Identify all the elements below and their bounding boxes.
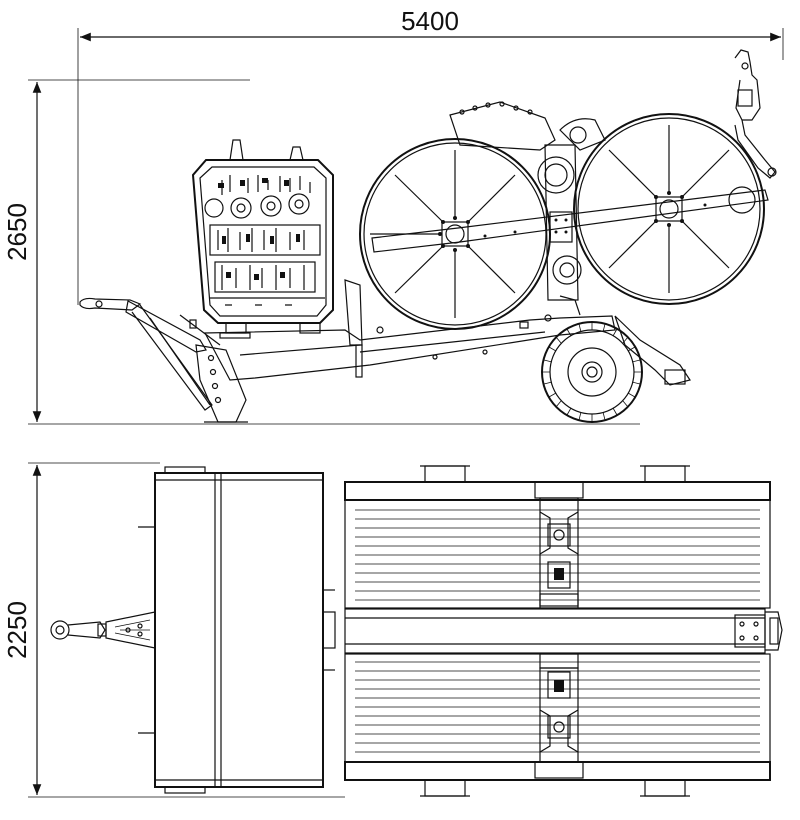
dimension-height: 2650 [2,79,640,425]
top-drums-lower [344,653,771,797]
dimension-width: 2250 [2,462,345,798]
top-drawbar [50,611,156,649]
width-label: 2250 [2,601,32,659]
top-center-beam [344,608,783,654]
rear-bumper [614,315,691,386]
height-label: 2650 [2,203,32,261]
top-drums-upper [344,465,771,609]
wheel [541,321,643,423]
drum-beam [371,189,769,253]
side-view [79,49,777,423]
drum-rear [359,138,551,330]
control-cabinet [191,139,334,339]
front-guide-arm [734,49,777,179]
center-tower [449,101,606,316]
length-label: 5400 [401,6,459,36]
dimension-length: 5400 [77,6,784,305]
chassis [204,279,616,381]
top-cabinet [138,466,336,794]
top-gearbox [534,481,584,779]
drum-front [573,113,765,305]
jack-stand [195,344,248,423]
top-view [50,465,783,797]
drawbar [79,297,221,411]
